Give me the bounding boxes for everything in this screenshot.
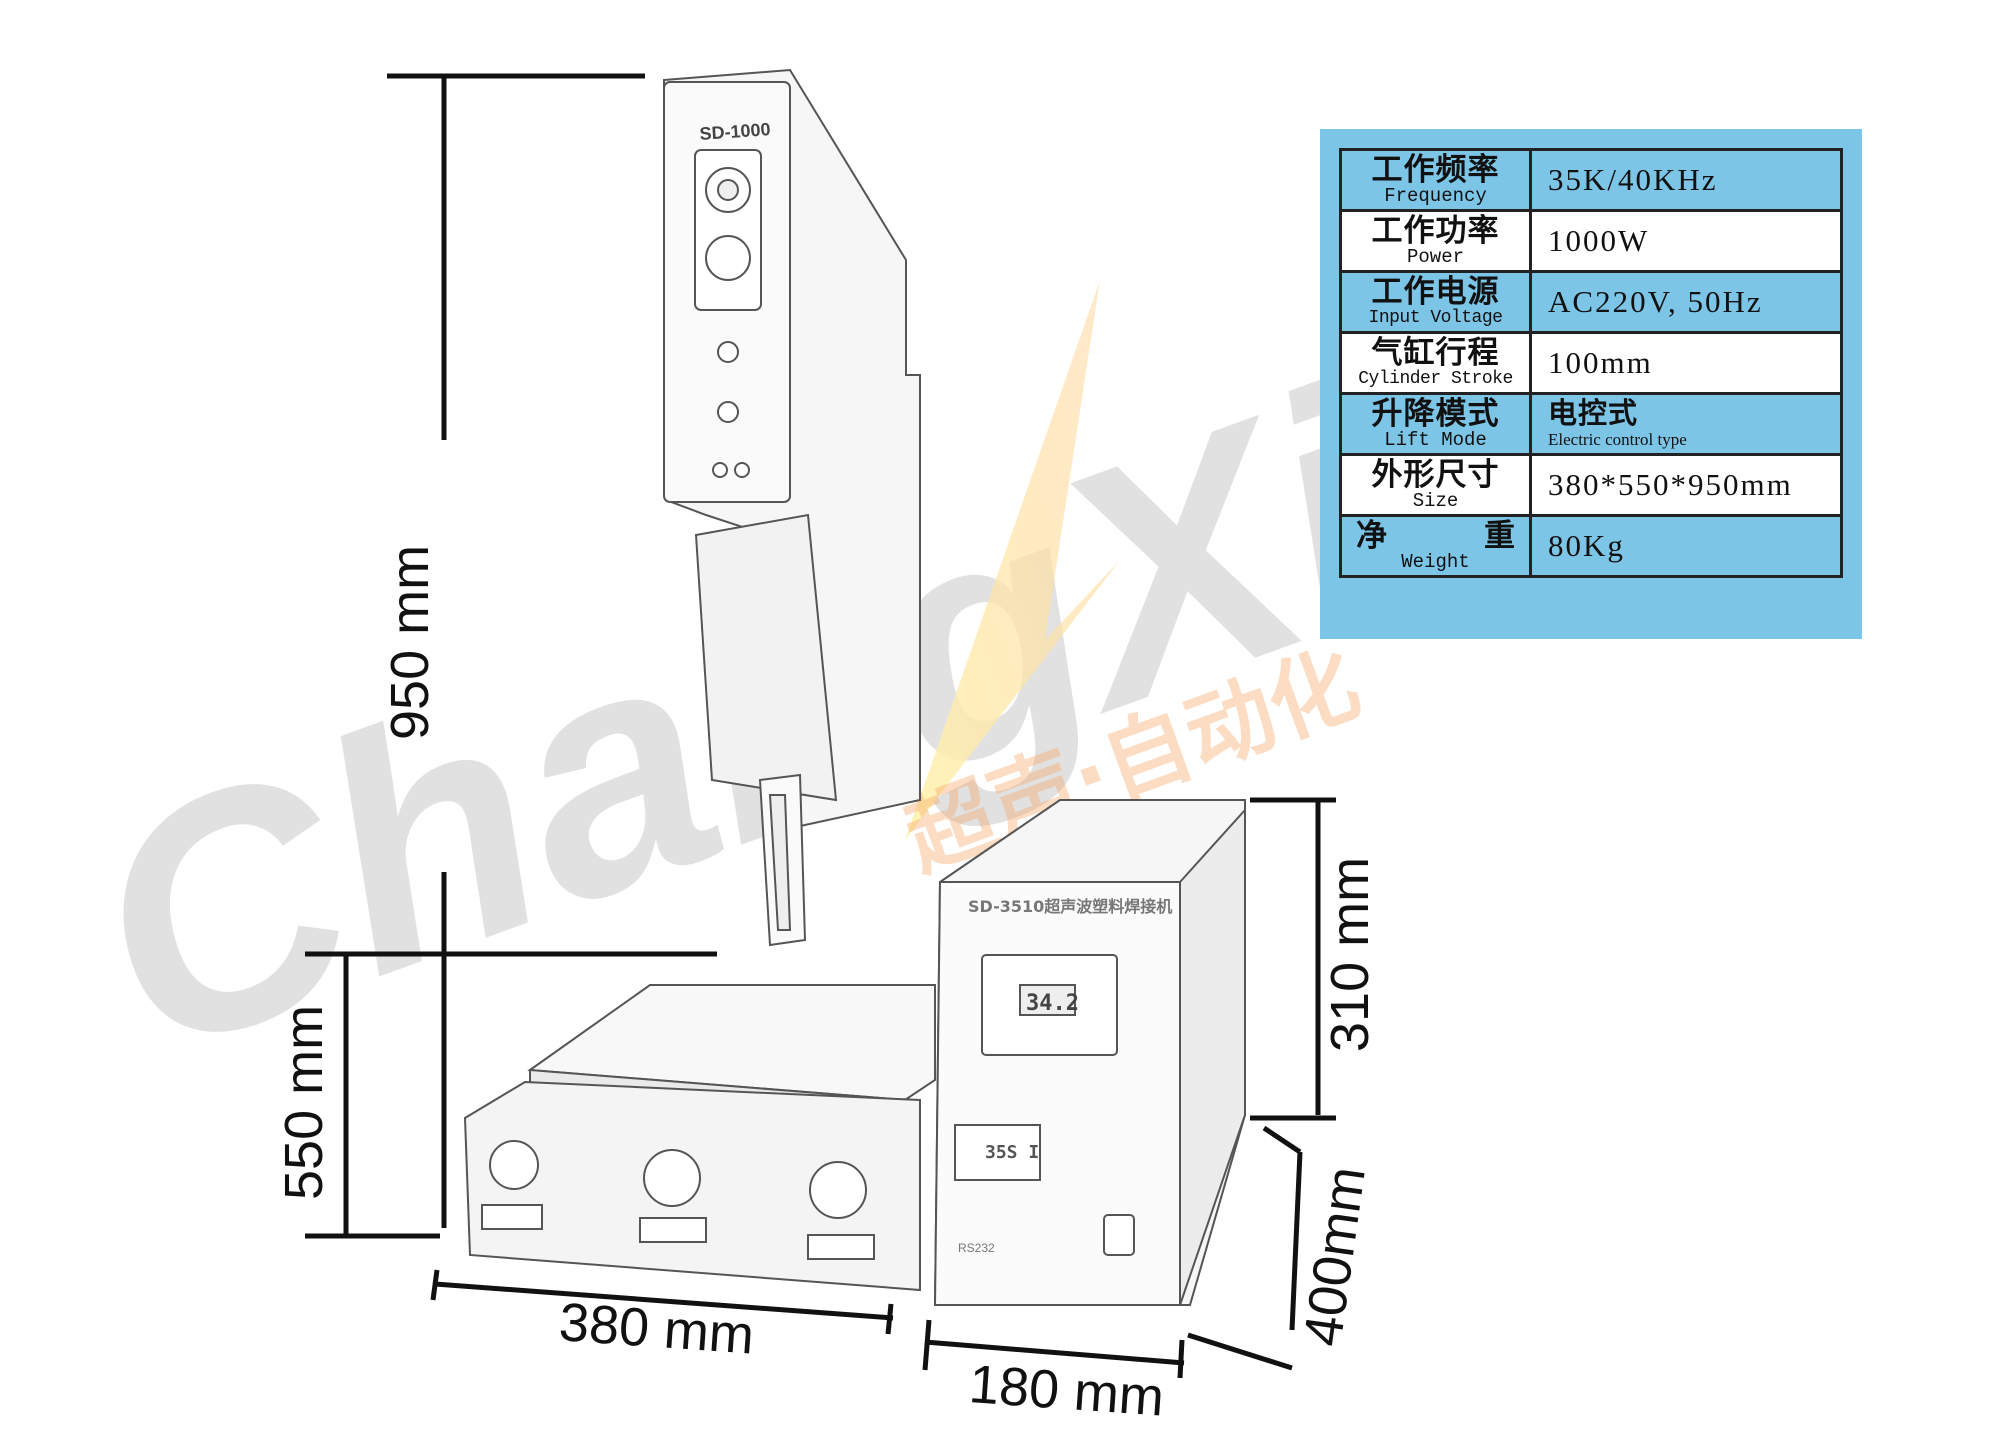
frequency-readout: 35S I	[985, 1142, 1039, 1163]
spec-label-en: Size	[1412, 489, 1459, 512]
pressure-knob-icon	[705, 235, 751, 281]
dimension-labels: 950 mm 550 mm 380 mm 180 mm 400mm 310 mm	[274, 545, 1380, 1428]
spec-label-zh: 外形尺寸	[1371, 456, 1500, 493]
dim-label-width-generator: 180 mm	[967, 1354, 1166, 1427]
spec-value-zh: 电控式	[1548, 395, 1639, 430]
dim-label-height-base: 550 mm	[274, 1005, 334, 1200]
spec-value: 80Kg	[1529, 514, 1843, 578]
generator-label: SD-3510超声波塑料焊接机	[968, 897, 1172, 916]
port-label: RS232	[958, 1241, 995, 1255]
base-button-right-icon	[809, 1161, 867, 1219]
spec-label-en: Power	[1406, 245, 1464, 268]
spec-label-zh: 工作频率	[1371, 151, 1500, 188]
welding-machine-drawing: SD-1000 SD-3510超声波塑料焊接机 34.2 35S I RS232	[463, 68, 1246, 1306]
dim-label-height-generator: 310 mm	[1320, 857, 1380, 1052]
spec-label-zh: 升降模式	[1371, 395, 1500, 432]
spec-label-en: Weight	[1401, 550, 1470, 573]
spec-label-en: Cylinder Stroke	[1358, 369, 1513, 389]
speed-knob-up-icon	[717, 341, 739, 363]
dimension-lines	[305, 73, 1336, 1379]
spec-label-zh-part: 净	[1356, 517, 1387, 554]
spec-label-zh: 工作电源	[1371, 274, 1500, 310]
dim-label-width-base: 380 mm	[557, 1292, 756, 1365]
spec-label-en: Input Voltage	[1368, 308, 1503, 328]
base-button-left-icon	[489, 1140, 539, 1190]
spec-value: 100mm	[1529, 331, 1843, 395]
power-switch-icon	[1103, 1214, 1135, 1256]
base-button-center-icon	[643, 1149, 701, 1207]
spec-label-en: Lift Mode	[1384, 428, 1487, 451]
spec-label-zh: 工作功率	[1371, 212, 1500, 249]
spec-value-en: Electric control type	[1548, 429, 1687, 449]
display-readout: 34.2	[1026, 991, 1079, 1016]
spec-label-zh-part: 重	[1484, 517, 1515, 554]
watermark-flame-icon	[905, 280, 1120, 840]
spec-label-zh: 气缸行程	[1371, 335, 1500, 371]
model-label: SD-1000	[699, 119, 771, 144]
spec-label-zh: 净重	[1342, 517, 1529, 554]
spec-value: AC220V, 50Hz	[1529, 270, 1843, 334]
spec-value: 380*550*950mm	[1529, 453, 1843, 517]
digital-display	[1019, 984, 1076, 1016]
spec-label-en: Frequency	[1384, 184, 1487, 207]
spec-value: 1000W	[1529, 209, 1843, 273]
dim-label-depth-generator: 400mm	[1292, 1163, 1376, 1350]
dim-label-height-total: 950 mm	[380, 545, 440, 740]
speed-knob-down-icon	[717, 401, 739, 423]
spec-value: 35K/40KHz	[1529, 148, 1843, 212]
